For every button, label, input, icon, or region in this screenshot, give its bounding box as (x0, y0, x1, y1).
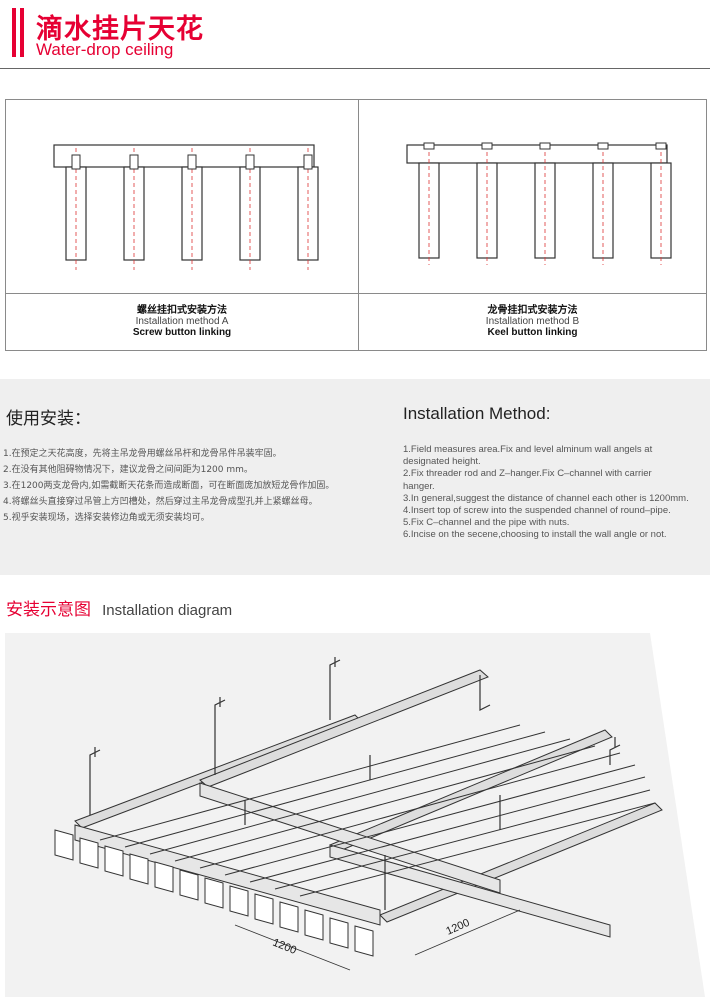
ceiling-blade (204, 877, 224, 909)
method-b-drawing (406, 142, 672, 265)
ceiling-blade (179, 869, 199, 901)
diagram-title-en: Installation diagram (102, 602, 233, 619)
method-b-subtitle: Keel button linking (487, 327, 578, 338)
page-title-cn: 滴水挂片天花 (36, 14, 204, 45)
step-en-3: 3.In general,suggest the distance of cha… (403, 492, 689, 504)
methods-divider-vertical (358, 100, 359, 350)
step-en-6: 6.Incise on the secene,choosing to insta… (403, 529, 667, 541)
ceiling-blade (279, 901, 299, 933)
page-title-en: Water-drop ceiling (36, 40, 174, 59)
ceiling-blade (329, 917, 349, 949)
install-steps-en: 1.Field measures area.Fix and level almi… (403, 444, 703, 542)
step-en-2: 2.Fix threader rod and Z–hanger.Fix C–ch… (403, 468, 652, 492)
install-steps-cn: 1.在预定之天花高度，先将主吊龙骨用螺丝吊杆和龙骨吊件吊装牢固。 2.在没有其他… (3, 446, 393, 526)
ceiling-blade (104, 845, 124, 877)
method-a-title-en: Installation method A (135, 316, 229, 327)
ceiling-blade (79, 837, 99, 869)
install-heading-en: Installation Method: (403, 404, 551, 423)
ceiling-blade (254, 893, 274, 925)
header-divider (0, 68, 710, 69)
ceiling-blade (354, 925, 374, 957)
ceiling-blade (229, 885, 249, 917)
step-cn-2: 2.在没有其他阻碍物情况下，建议龙骨之间间距为1200 mm。 (3, 465, 253, 475)
step-en-1: 1.Field measures area.Fix and level almi… (403, 444, 653, 468)
step-en-4: 4.Insert top of screw into the suspended… (403, 505, 671, 517)
method-b-title-en: Installation method B (485, 316, 580, 327)
installation-panel (0, 379, 710, 575)
step-cn-3: 3.在1200两支龙骨内,如需截断天花条而造成断面，可在断面庞加放短龙骨作加固。 (3, 481, 335, 491)
page-header: 滴水挂片天花 Water-drop ceiling (0, 0, 710, 70)
install-heading-cn: 使用安装： (6, 409, 91, 429)
diagram-title-cn: 安装示意图 (6, 600, 91, 620)
step-cn-4: 4.将螺丝头直接穿过吊管上方凹槽处，然后穿过主吊龙骨成型孔并上紧螺丝母。 (3, 497, 318, 507)
method-b-title-cn: 龙骨挂扣式安装方法 (487, 305, 578, 316)
diagram-title: 安装示意图 Installation diagram (6, 595, 232, 620)
ceiling-blade (129, 853, 149, 885)
step-cn-1: 1.在预定之天花高度，先将主吊龙骨用螺丝吊杆和龙骨吊件吊装牢固。 (3, 449, 282, 459)
method-a-drawing (53, 144, 319, 270)
ceiling-blade (54, 829, 74, 861)
methods-panel: 螺丝挂扣式安装方法 Installation method A Screw bu… (5, 99, 707, 351)
ceiling-blade (304, 909, 324, 941)
step-cn-5: 5.视乎安装现场，选择安装修边角或无须安装均可。 (3, 513, 210, 523)
method-a-title-cn: 螺丝挂扣式安装方法 (137, 305, 227, 316)
method-a-subtitle: Screw button linking (132, 327, 232, 338)
method-b-caption: 龙骨挂扣式安装方法 Installation method B Keel but… (359, 305, 706, 338)
method-a-caption: 螺丝挂扣式安装方法 Installation method A Screw bu… (6, 305, 358, 338)
methods-divider-horizontal (6, 293, 706, 294)
step-en-5: 5.Fix C–channel and the pipe with nuts. (403, 517, 570, 529)
ceiling-blade (154, 861, 174, 893)
installation-diagram: 1200 1200 (5, 633, 705, 997)
